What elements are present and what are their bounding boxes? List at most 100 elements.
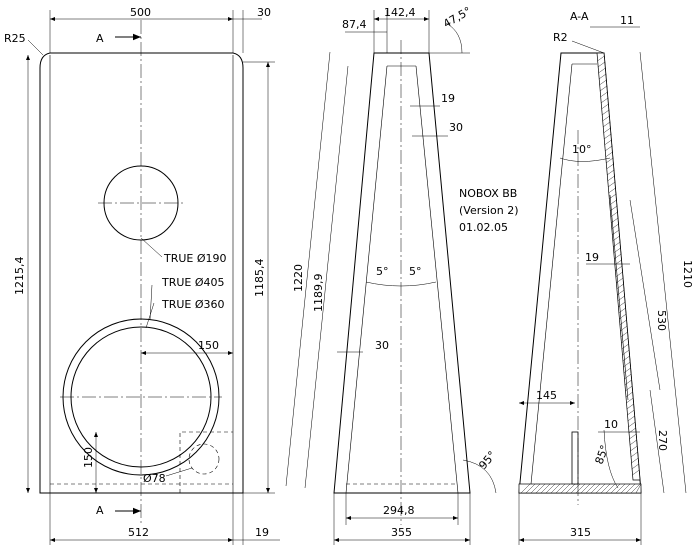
hatch-stroke [608, 187, 616, 194]
hatch-stroke [599, 85, 608, 92]
hatch-stroke [603, 127, 611, 134]
hatch-stroke [624, 373, 632, 380]
hatch-stroke [598, 73, 607, 80]
hatch-stroke [631, 457, 639, 464]
hatch-stroke [618, 307, 626, 314]
section-mark-top: A [96, 32, 104, 45]
dim-270-line [649, 389, 665, 494]
hatch-stroke [619, 313, 627, 320]
hatch-stroke [525, 483, 536, 494]
dim-1189-line [304, 65, 349, 489]
dim-294-label: 294,8 [383, 504, 415, 517]
hatch-stroke [600, 97, 609, 104]
hatch-stroke [618, 301, 626, 308]
side-inner-right-edge [415, 65, 459, 494]
hatch-stroke [565, 483, 576, 494]
angle-5-left-label: 5° [376, 265, 389, 278]
dim-10-label: 10 [604, 418, 618, 431]
title-version: (Version 2) [459, 204, 519, 217]
hole-360-leader [145, 302, 155, 329]
section-title: A-A [570, 10, 589, 23]
hatch-stroke [530, 483, 541, 494]
hatch-stroke [635, 483, 642, 494]
hatch-stroke [621, 337, 629, 344]
hatch-stroke [615, 271, 623, 278]
hatch-stroke [545, 483, 556, 494]
radius-r25-label: R25 [4, 32, 26, 45]
dim-530-label: 530 [655, 310, 668, 331]
angle-5-right-label: 5° [409, 265, 422, 278]
hatch-stroke [625, 391, 633, 398]
dim-1210-line [639, 51, 687, 494]
hatch-stroke [620, 325, 628, 332]
dim-150-v-label: 150 [82, 447, 95, 468]
hatch-stroke [625, 483, 636, 494]
hatch-stroke [610, 483, 621, 494]
hatch-stroke [602, 115, 610, 122]
angle-10-label: 10° [572, 143, 592, 156]
hole-190-leader [140, 237, 163, 258]
hatch-stroke [629, 433, 637, 440]
hatch-stroke [520, 483, 531, 494]
hatch-stroke [550, 483, 561, 494]
hatch-stroke [624, 379, 632, 386]
hatch-stroke [617, 295, 625, 302]
hatch-stroke [631, 463, 639, 470]
dim-500-label: 500 [130, 6, 151, 19]
hatch-stroke [600, 91, 608, 98]
hatch-stroke [623, 361, 631, 368]
hatch-stroke [597, 61, 606, 68]
hatch-stroke [625, 385, 633, 392]
dim-145-label: 145 [536, 389, 557, 402]
dim-270-label: 270 [656, 430, 669, 451]
hatch-stroke [605, 483, 616, 494]
angle-10-arc [559, 157, 611, 162]
hatch-stroke [597, 55, 605, 62]
hatch-stroke [621, 343, 629, 350]
hatch-stroke [620, 331, 628, 338]
radius-r2-label: R2 [553, 31, 568, 44]
dim-142-label: 142,4 [384, 6, 416, 19]
angle-95-arc [462, 459, 497, 494]
hatch-stroke [627, 409, 635, 416]
hatch-stroke [598, 67, 606, 74]
hatch-stroke [607, 175, 615, 182]
angle-5-arc [365, 281, 437, 287]
hatch-stroke [605, 157, 614, 164]
dim-1189-label: 1189,9 [312, 274, 325, 313]
dim-19-side-label: 19 [441, 92, 455, 105]
dim-87-label: 87,4 [342, 18, 367, 31]
hatch-stroke [601, 109, 610, 116]
section-view: A-A 11 R2 10° 19 530 1210 145 10 85° 270… [518, 10, 694, 545]
hatch-stroke [622, 355, 630, 362]
dim-30-top-label: 30 [257, 6, 271, 19]
hatch-stroke [540, 483, 551, 494]
port-78-leader [165, 467, 193, 477]
hatch-stroke [570, 483, 581, 494]
angle-47-arc [445, 22, 463, 54]
hatch-stroke [555, 483, 566, 494]
side-outer-outline [333, 52, 471, 494]
hatch-stroke [630, 451, 638, 458]
dim-315-label: 315 [570, 526, 591, 539]
hatch-stroke [585, 483, 596, 494]
hatch-stroke [607, 181, 616, 188]
hatch-stroke [595, 483, 606, 494]
angle-85-label: 85° [593, 443, 612, 466]
hatch-stroke [602, 121, 611, 128]
hatch-stroke [620, 483, 631, 494]
hatch-stroke [590, 483, 601, 494]
title-name: NOBOX BB [459, 187, 517, 200]
dim-1220-label: 1220 [292, 264, 305, 292]
hatch-stroke [606, 169, 615, 176]
hatch-stroke [575, 483, 586, 494]
angle-95-label: 95° [476, 449, 498, 472]
hatch-stroke [603, 133, 612, 140]
dim-150-h-label: 150 [198, 339, 219, 352]
port-circle [188, 443, 220, 475]
radius-r25-leader [27, 39, 44, 56]
side-inner-left-edge [345, 65, 388, 494]
hatch-stroke [580, 483, 591, 494]
dim-1220-line [285, 51, 331, 487]
dim-1210-label: 1210 [681, 260, 694, 288]
